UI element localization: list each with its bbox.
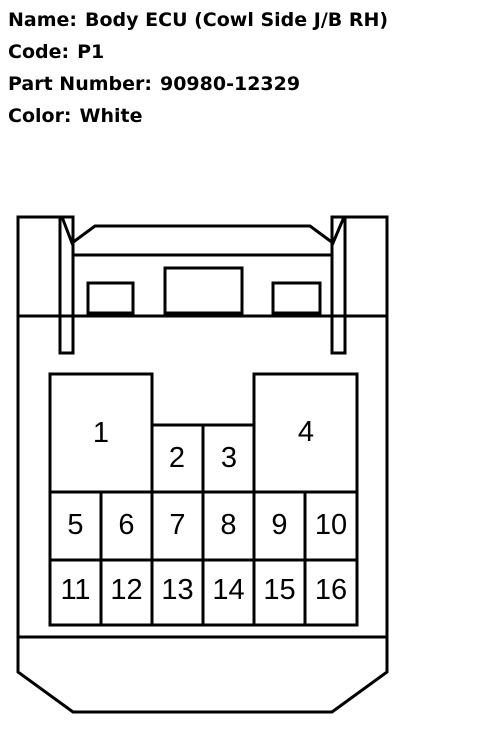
lock-frame [73,253,334,318]
pin-label-8: 8 [220,509,236,541]
pin-label-14: 14 [212,574,244,606]
pin-label-4: 4 [298,416,314,448]
pin-cavity-16 [303,558,359,627]
pin-label-3: 3 [221,442,237,474]
pin-label-13: 13 [161,574,193,606]
pin-label-16: 16 [315,574,347,606]
pin-label-9: 9 [271,509,287,541]
color-value: White [79,105,143,127]
pin-label-6: 6 [118,509,134,541]
color-row: Color: White [8,100,388,132]
pin-label-7: 7 [169,509,185,541]
name-label: Name: [8,9,78,31]
lock-tab-left [86,281,135,315]
pin-label-1: 1 [93,417,109,449]
code-row: Code: P1 [8,36,388,68]
pin-label-12: 12 [110,574,142,606]
code-value: P1 [77,41,105,63]
lock-tab-center [163,266,244,315]
pin-label-10: 10 [315,509,347,541]
pin-label-11: 11 [60,574,90,606]
part-number-label: Part Number: [8,73,152,95]
pin-label-15: 15 [263,574,295,606]
name-row: Name: Body ECU (Cowl Side J/B RH) [8,4,388,36]
lock-tab-right [271,281,322,315]
color-label: Color: [8,105,72,127]
name-value: Body ECU (Cowl Side J/B RH) [85,9,389,31]
part-number-row: Part Number: 90980-12329 [8,68,388,100]
left-latch [58,215,75,355]
code-label: Code: [8,41,70,63]
pin-label-2: 2 [169,442,185,474]
connector-info: Name: Body ECU (Cowl Side J/B RH) Code: P1… [8,4,388,132]
pin-label-5: 5 [67,509,83,541]
part-number-value: 90980-12329 [159,73,301,95]
